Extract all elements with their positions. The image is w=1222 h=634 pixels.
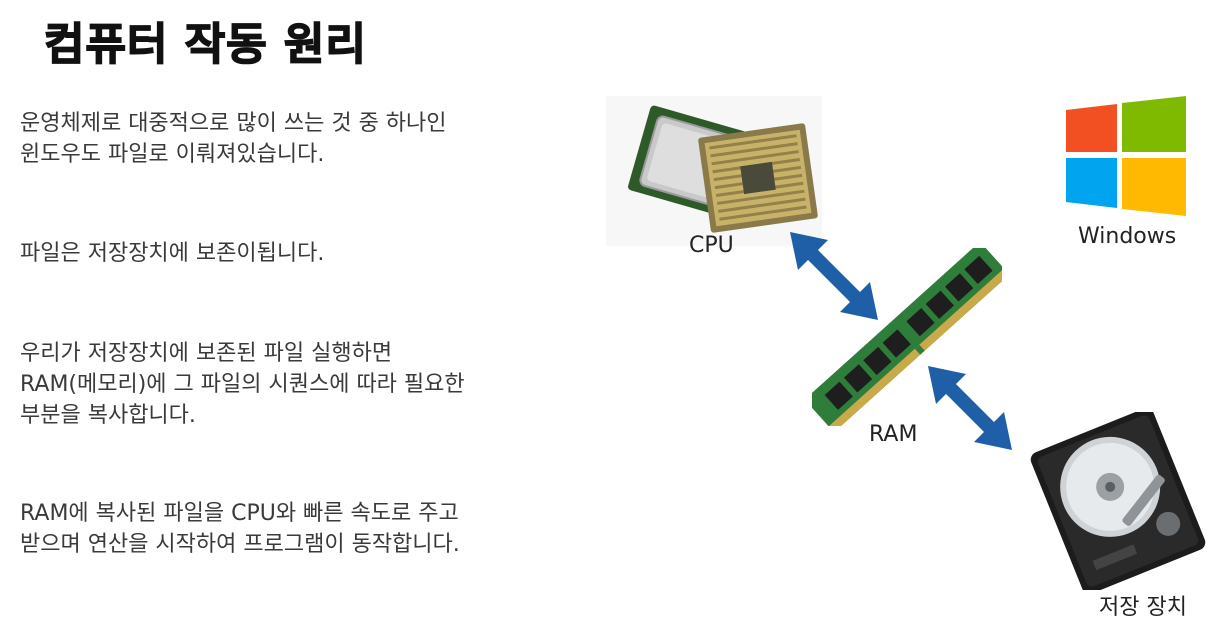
paragraph-line: RAM에 복사된 파일을 CPU와 빠른 속도로 주고 [20,501,459,526]
storage-label: 저장 장치 [1099,595,1187,620]
paragraph-storage: 파일은 저장장치에 보존이됩니다. [20,238,560,269]
windows-logo [1066,96,1186,216]
ram-label: RAM [869,422,918,447]
paragraph-line: 파일은 저장장치에 보존이됩니다. [20,241,325,266]
ram-image [812,248,1002,426]
paragraph-cpu-exchange: RAM에 복사된 파일을 CPU와 빠른 속도로 주고 받으며 연산을 시작하여… [20,498,560,560]
paragraph-line: 우리가 저장장치에 보존된 파일 실행하면 [20,341,393,366]
cpu-image [606,96,822,246]
cpu-label: CPU [689,233,734,258]
paragraph-line: RAM(메모리)에 그 파일의 시퀀스에 따라 필요한 [20,372,465,397]
ram-storage-arrow [928,366,1012,450]
cpu-ram-arrow [790,232,878,320]
paragraph-line: 운영체제로 대중적으로 많이 쓰는 것 중 하나인 [20,111,447,136]
paragraph-ram-copy: 우리가 저장장치에 보존된 파일 실행하면 RAM(메모리)에 그 파일의 시퀀… [20,338,560,431]
paragraph-windows: 운영체제로 대중적으로 많이 쓰는 것 중 하나인 윈도우도 파일로 이뤄져있습… [20,108,560,170]
paragraph-line: 부분을 복사합니다. [20,403,196,428]
paragraph-line: 윈도우도 파일로 이뤄져있습니다. [20,142,325,167]
paragraph-line: 받으며 연산을 시작하여 프로그램이 동작합니다. [20,532,460,557]
windows-label: Windows [1078,224,1177,249]
hard-drive-image [1030,412,1206,590]
page-title: 컴퓨터 작동 원리 [43,18,367,71]
